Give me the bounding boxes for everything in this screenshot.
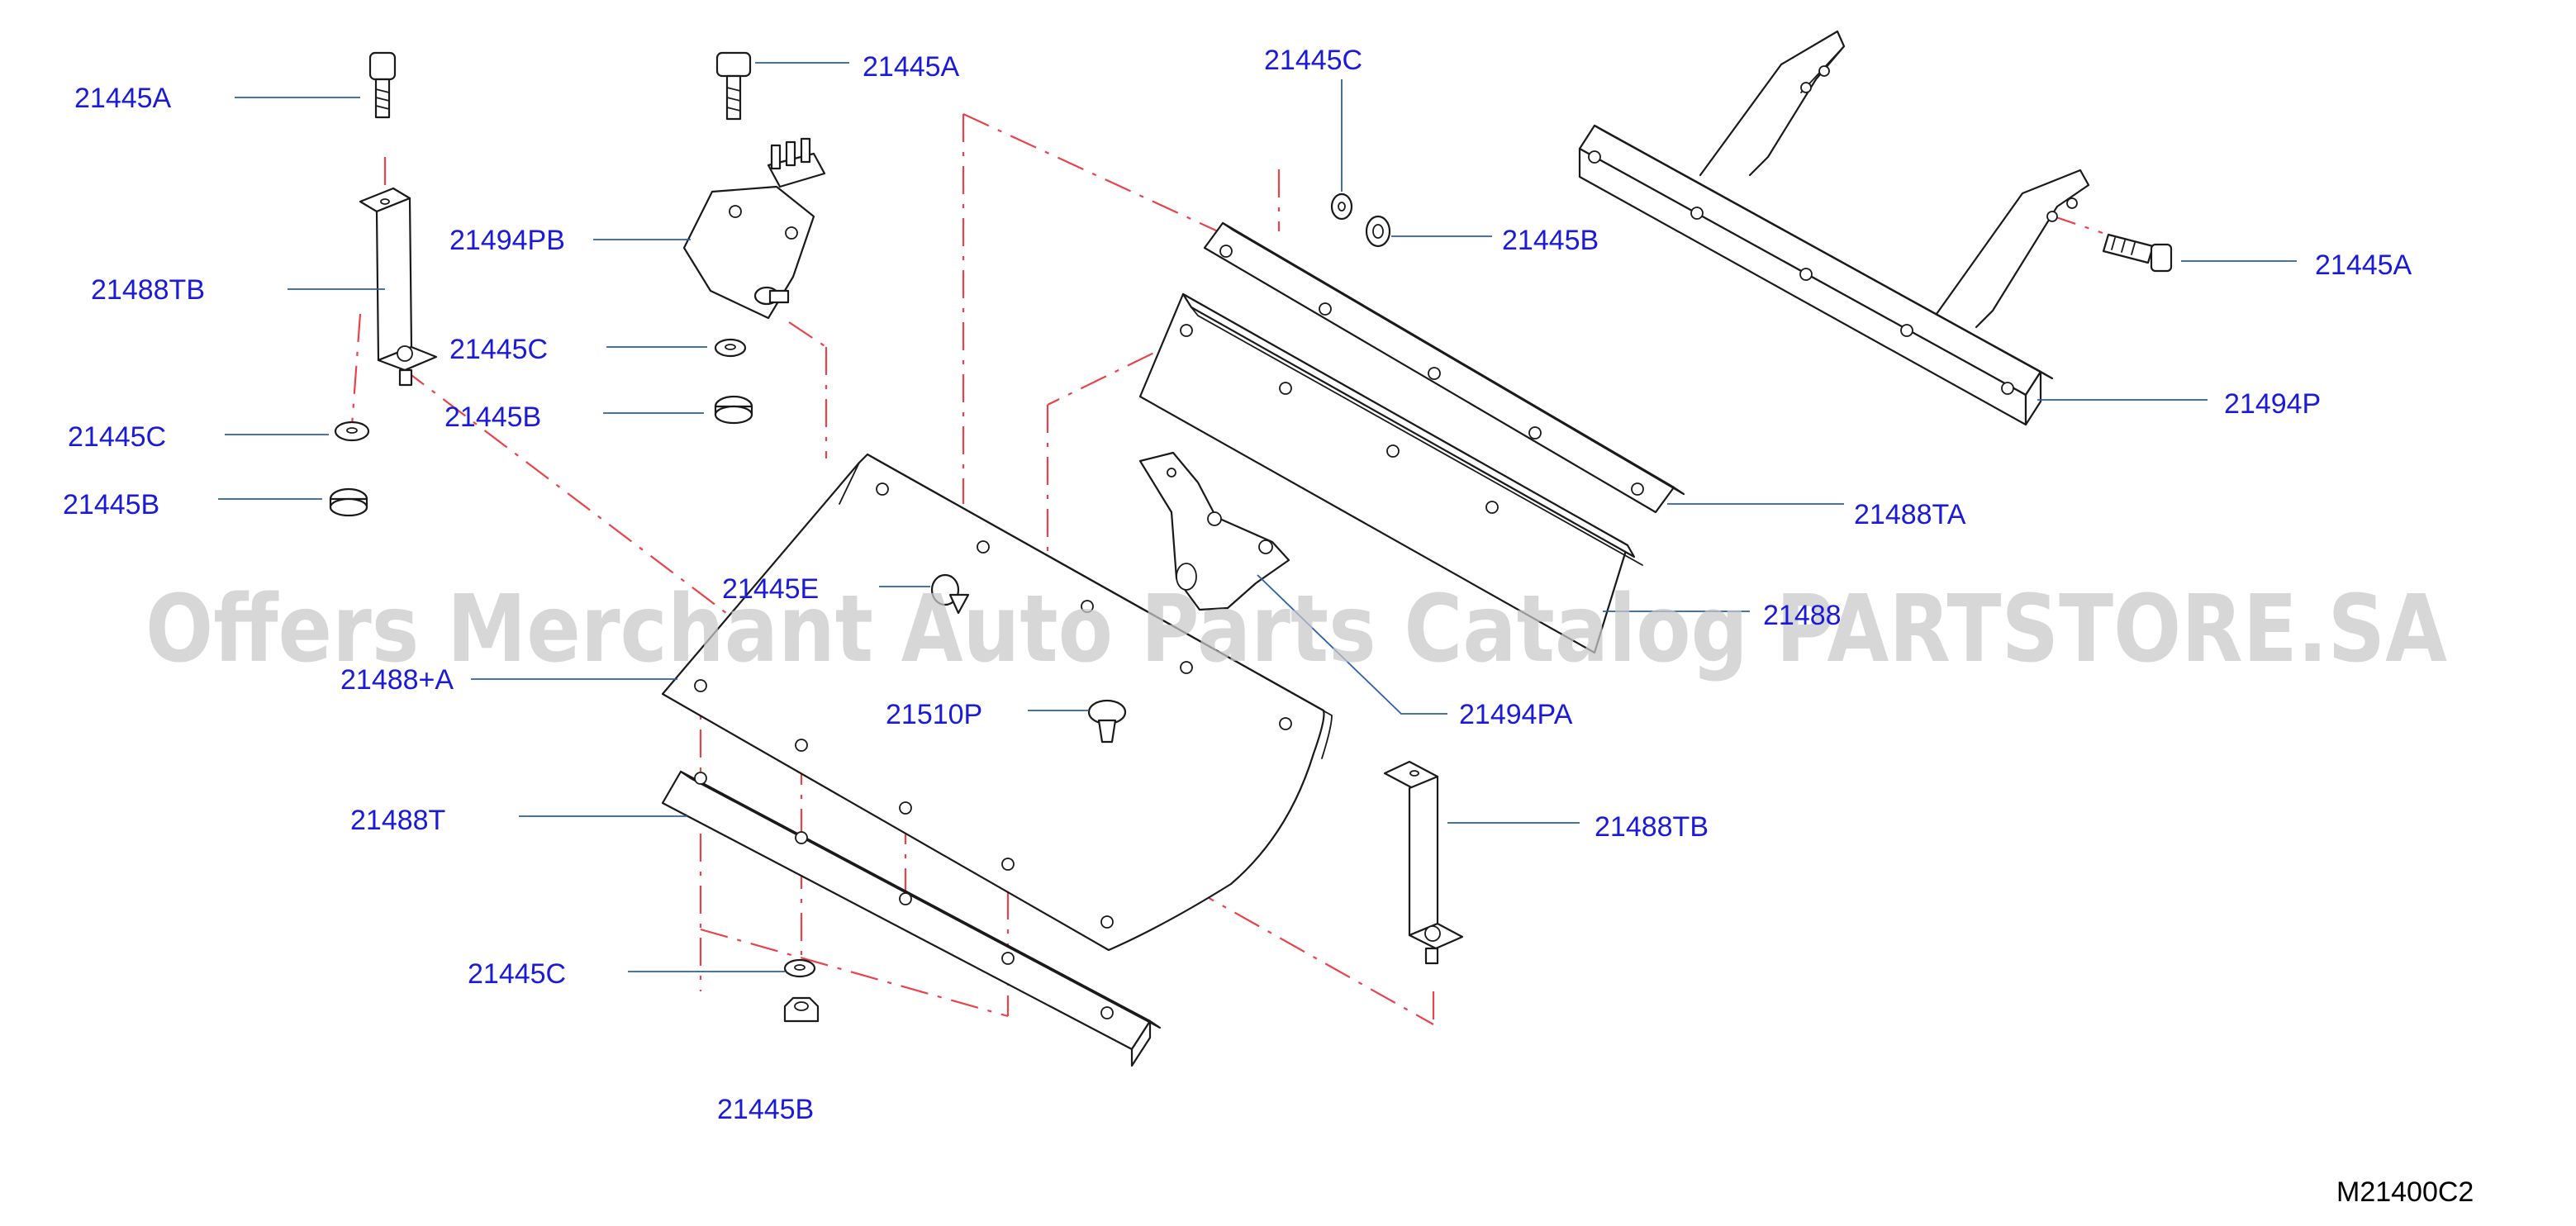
vertical-bracket-icon	[1383, 760, 1464, 965]
label-washer-mid[interactable]: 21445C	[449, 334, 548, 365]
nut-icon	[1365, 215, 1391, 248]
label-bolt-top-mid[interactable]: 21445A	[863, 51, 960, 83]
label-bracket-left[interactable]: 21488TB	[91, 274, 205, 306]
label-nut-bottom[interactable]: 21445B	[717, 1094, 814, 1125]
label-clip-p[interactable]: 21510P	[886, 699, 982, 730]
diagram-code: M21400C2	[2336, 1176, 2474, 1208]
label-washer-bottom[interactable]: 21445C	[468, 958, 566, 990]
nut-icon	[783, 996, 820, 1023]
label-seal-main[interactable]: 21488+A	[340, 664, 454, 696]
label-nut-left[interactable]: 21445B	[63, 489, 159, 520]
label-bolt-top-left[interactable]: 21445A	[74, 83, 172, 114]
label-strip-bottom[interactable]: 21488T	[350, 805, 445, 836]
nut-icon	[714, 395, 753, 425]
label-strip-upper[interactable]: 21488TA	[1854, 499, 1966, 530]
bolt-icon	[368, 51, 397, 119]
seal-panel-icon	[1138, 292, 1643, 654]
label-washer-left[interactable]: 21445C	[68, 421, 166, 453]
main-seal-icon	[661, 453, 1333, 952]
frame-rail-icon	[1578, 30, 2090, 426]
leader-lines	[218, 62, 2297, 972]
label-clip-e[interactable]: 21445E	[722, 573, 819, 605]
label-nut-top-right[interactable]: 21445B	[1502, 225, 1599, 256]
push-clip-icon	[930, 573, 970, 615]
watermark: Offers Merchant Auto Parts Catalog PARTS…	[145, 576, 2447, 683]
label-bolt-right[interactable]: 21445A	[2315, 249, 2412, 281]
bolt-icon	[2102, 233, 2173, 273]
label-nut-mid[interactable]: 21445B	[444, 402, 541, 433]
seal-strip-icon	[1203, 221, 1685, 514]
vertical-bracket-icon	[359, 187, 438, 387]
label-bracket-plate[interactable]: 21494PB	[449, 225, 565, 256]
bracket-icon	[1138, 451, 1290, 611]
label-rail-right[interactable]: 21494P	[2224, 388, 2321, 420]
label-bracket-right-bottom[interactable]: 21488TB	[1595, 811, 1709, 843]
bottom-strip-icon	[661, 770, 1162, 1067]
label-washer-top-right[interactable]: 21445C	[1264, 45, 1362, 76]
bolt-icon	[715, 51, 752, 121]
part-labels: 21445A 21488TB 21445C 21445B 21445A 2149…	[63, 45, 2412, 1125]
push-pin-icon	[1087, 699, 1127, 744]
nut-icon	[329, 487, 368, 517]
label-strip-lower[interactable]: 21488	[1763, 600, 1842, 631]
connector-icon	[767, 137, 826, 188]
label-bracket-pa[interactable]: 21494PA	[1459, 699, 1573, 730]
bracket-plate-icon	[682, 185, 815, 320]
